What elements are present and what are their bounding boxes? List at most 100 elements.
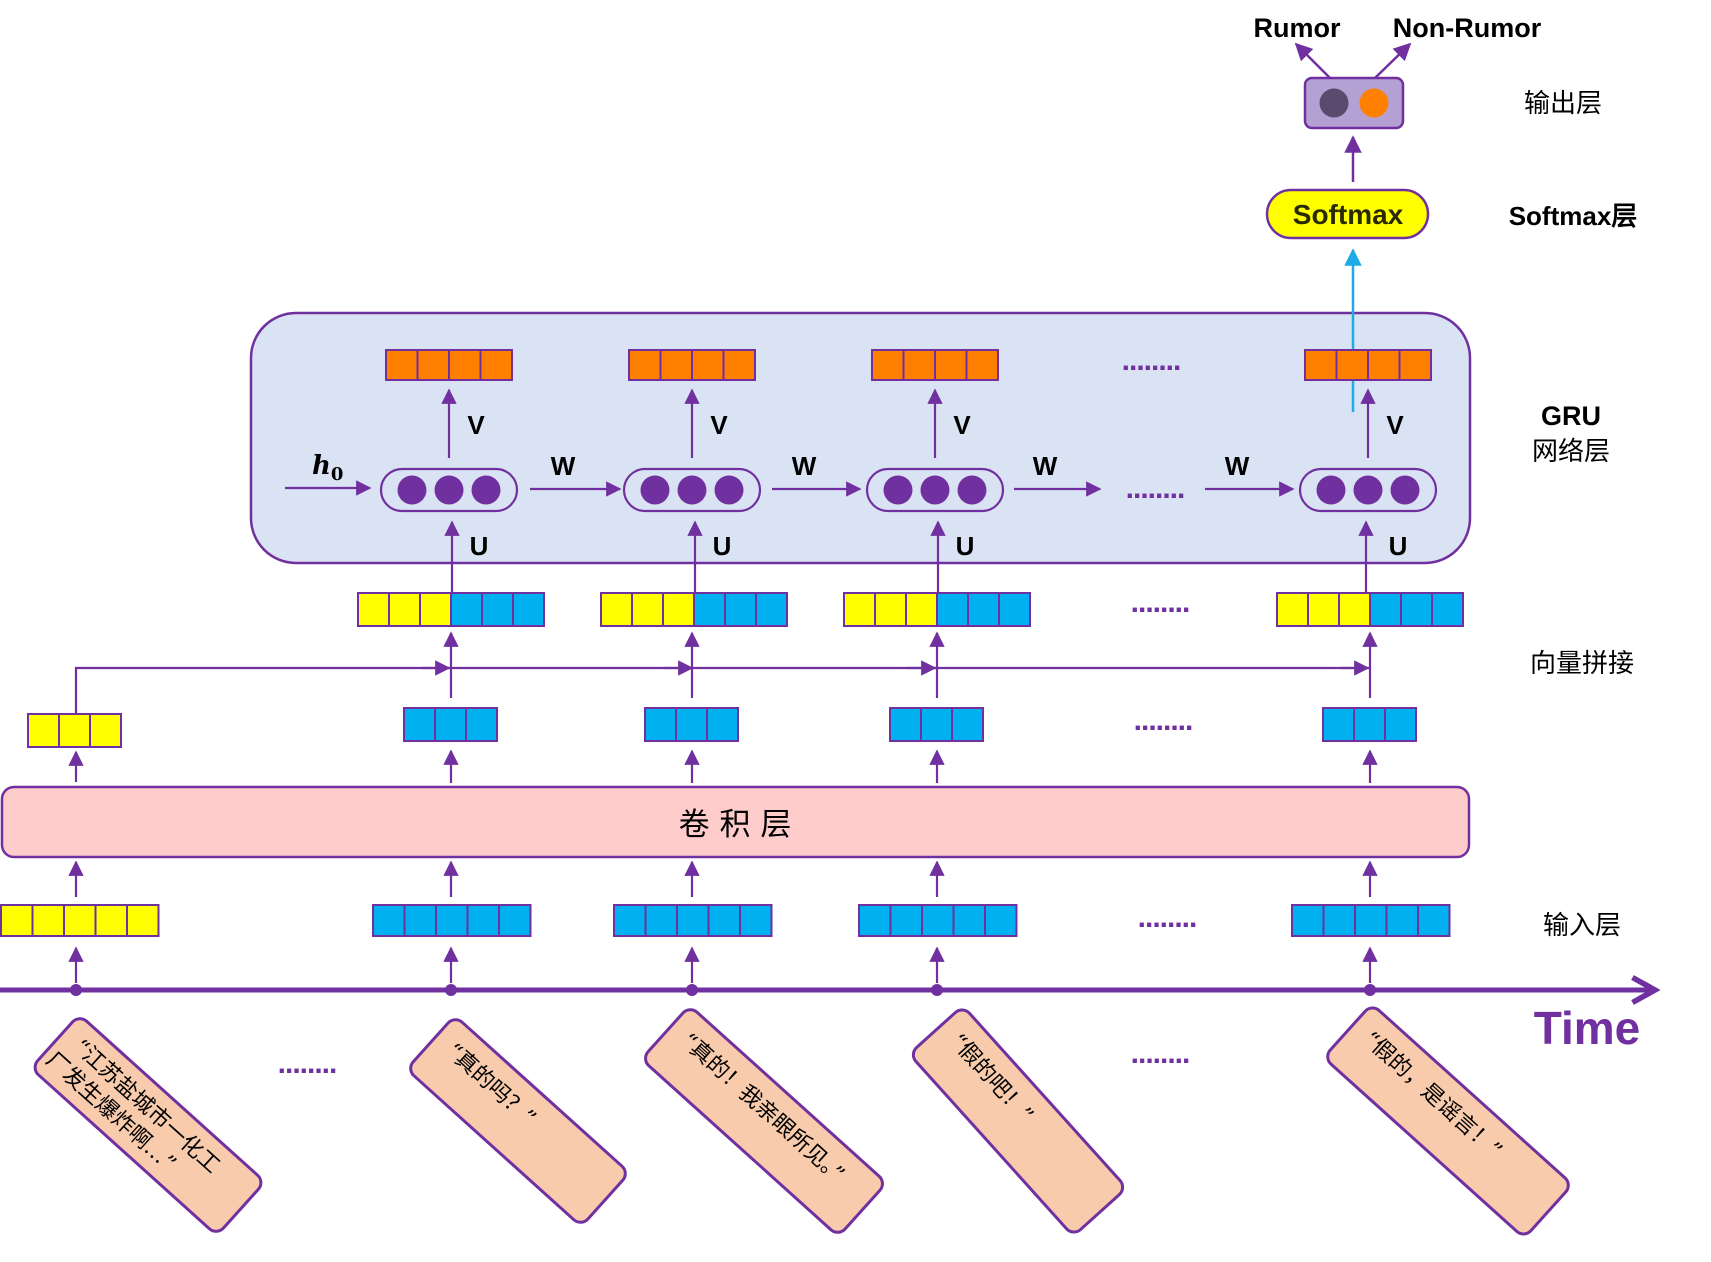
vector-cell xyxy=(481,592,514,627)
vector-cell xyxy=(934,349,968,381)
vector-cell xyxy=(372,904,406,937)
conv-feature-ellipsis: ........ xyxy=(1134,704,1193,737)
vector-cell xyxy=(1322,904,1356,937)
vector-cell xyxy=(739,904,773,937)
global-feature-route xyxy=(74,666,1370,714)
output-layer: Rumor Non-Rumor xyxy=(1254,13,1542,182)
gru-step: VU xyxy=(622,349,762,604)
vector-cell xyxy=(965,349,999,381)
time-axis: Time xyxy=(0,990,1655,1054)
social-post-box xyxy=(1326,1006,1570,1236)
h0-label: h0 xyxy=(312,451,343,485)
conv-feature-vector xyxy=(644,707,739,742)
gru-unit-dot xyxy=(434,475,464,505)
vector-cell xyxy=(403,904,437,937)
hidden-output-vector xyxy=(628,349,756,381)
vector-cell xyxy=(1322,707,1355,742)
concatenated-vector xyxy=(600,592,788,627)
vector-cell xyxy=(676,904,710,937)
u-weight-label: U xyxy=(713,531,732,561)
gru-network-container xyxy=(249,311,1472,565)
v-weight-label: V xyxy=(1386,410,1404,440)
convolution-layer-label: 卷 积 层 xyxy=(679,807,792,843)
w-weight-label: W xyxy=(1033,451,1058,481)
vector-cell xyxy=(691,349,725,381)
social-post-box xyxy=(911,1008,1125,1234)
gru-unit-dot xyxy=(1316,475,1346,505)
social-post-box xyxy=(644,1008,884,1234)
concat-layer-label: 向量拼接 xyxy=(1530,649,1634,679)
vector-cell xyxy=(385,349,419,381)
gru-unit-dot xyxy=(1353,475,1383,505)
non-rumor-label: Non-Rumor xyxy=(1393,13,1542,43)
vector-cell xyxy=(0,904,34,937)
convolution-layer-box xyxy=(0,785,1471,859)
concat-ellipsis: ........ xyxy=(1131,586,1190,619)
w-weight-label: W xyxy=(551,451,576,481)
vector-cell xyxy=(63,904,97,937)
vector-cell xyxy=(998,592,1031,627)
vector-cell xyxy=(498,904,532,937)
social-post-card: “真的吗？” xyxy=(409,1018,627,1224)
vector-cell xyxy=(707,904,741,937)
source-post-input-vector xyxy=(0,904,160,937)
time-axis-label: Time xyxy=(1534,1002,1641,1054)
vector-cell xyxy=(631,592,664,627)
vector-cell xyxy=(1291,904,1325,937)
u-weight-label: U xyxy=(1389,531,1408,561)
concatenation-row: ........ xyxy=(74,586,1464,714)
vector-cell xyxy=(1354,904,1388,937)
social-post-box xyxy=(409,1018,627,1224)
vector-cell xyxy=(984,904,1018,937)
vector-cell xyxy=(675,707,708,742)
vector-cell xyxy=(419,592,452,627)
vector-cell xyxy=(1384,707,1417,742)
reply-input-vector xyxy=(372,904,532,937)
hidden-output-vector xyxy=(871,349,999,381)
vector-cell xyxy=(1431,592,1464,627)
gru-unit-dot xyxy=(883,475,913,505)
gru-unit-dot xyxy=(957,475,987,505)
input-layer-label: 输入层 xyxy=(1543,911,1621,941)
global-yellow-feature-vector xyxy=(27,713,122,748)
rumor-probability-dot xyxy=(1319,88,1349,118)
gru-layer-label-line1: GRU xyxy=(1541,401,1601,431)
vector-cell xyxy=(1398,349,1432,381)
vector-cell xyxy=(628,349,662,381)
gru-step: VU xyxy=(379,349,519,604)
layer-labels: 输出层 Softmax层 GRU 网络层 向量拼接 输入层 xyxy=(1509,89,1638,941)
vector-cell xyxy=(693,592,726,627)
vector-cell xyxy=(357,592,390,627)
vector-cell xyxy=(27,713,60,748)
non-rumor-arrow xyxy=(1374,42,1412,79)
social-post-box xyxy=(33,1017,263,1233)
vector-cell xyxy=(1417,904,1451,937)
vector-cell xyxy=(659,349,693,381)
hidden-output-vector xyxy=(385,349,513,381)
softmax-layer: Softmax xyxy=(1265,188,1430,240)
vector-cell xyxy=(613,904,647,937)
vector-cell xyxy=(465,707,498,742)
gru-cell xyxy=(865,467,1005,513)
gru-unit-dot xyxy=(1390,475,1420,505)
vector-cell xyxy=(448,349,482,381)
posts-ellipsis-right: ........ xyxy=(1131,1037,1190,1070)
vector-cell xyxy=(600,592,633,627)
vector-cell xyxy=(724,592,757,627)
posts-ellipsis-left: ........ xyxy=(278,1047,337,1080)
vector-cell xyxy=(905,592,938,627)
u-weight-label: U xyxy=(956,531,975,561)
reply-input-vector xyxy=(858,904,1018,937)
vector-cell xyxy=(644,707,677,742)
vector-cell xyxy=(388,592,421,627)
concatenated-vector xyxy=(1276,592,1464,627)
gru-cell xyxy=(622,467,762,513)
reply-input-vector xyxy=(613,904,773,937)
output-layer-label: 输出层 xyxy=(1524,89,1602,119)
w-transition: W xyxy=(1205,451,1295,497)
vector-cell xyxy=(416,349,450,381)
u-weight-label: U xyxy=(470,531,489,561)
